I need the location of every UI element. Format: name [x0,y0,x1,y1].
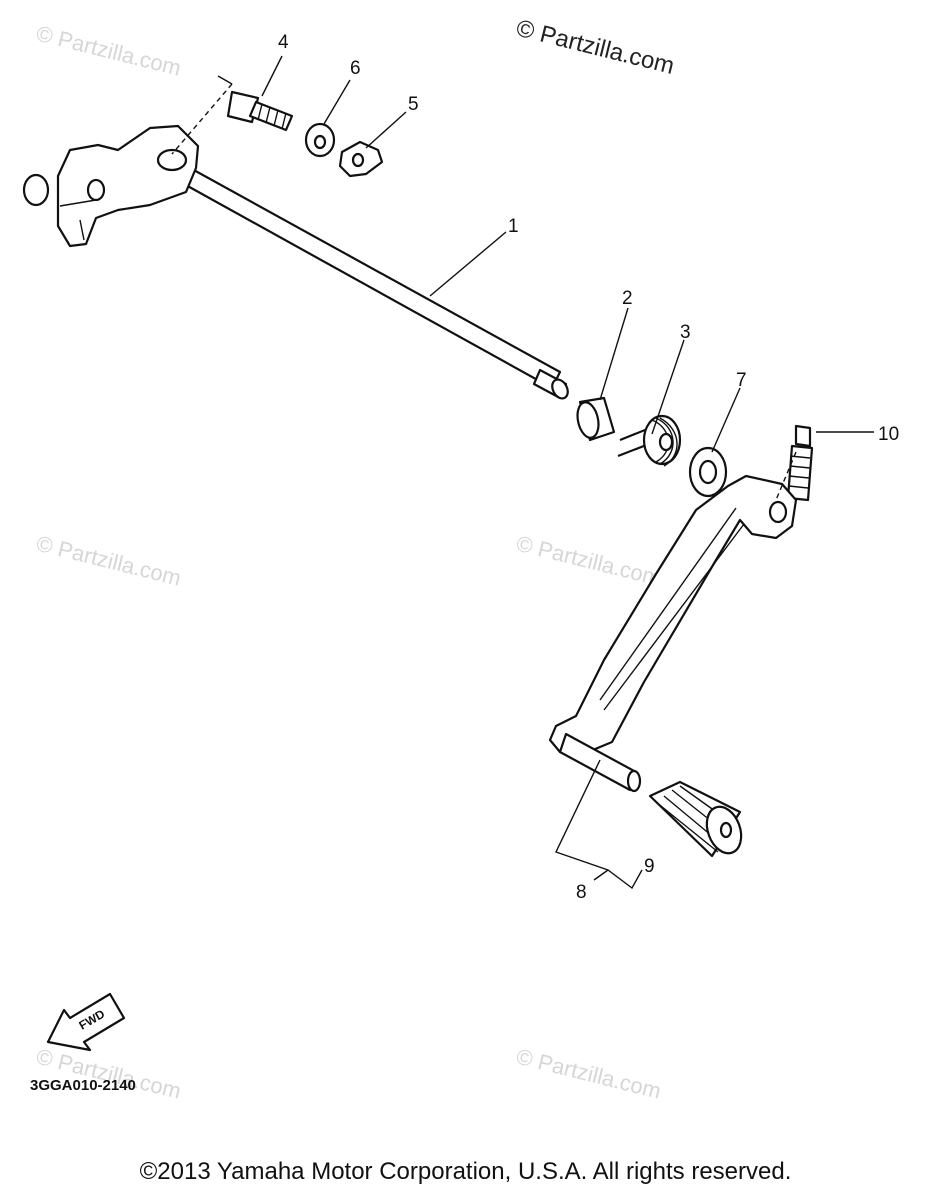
callouts: 1 2 3 4 5 6 7 8 9 10 [278,32,899,903]
watermark: © Partzilla.com [514,531,664,591]
bolt-4 [226,90,294,132]
callout-9: 9 [644,856,655,877]
copyright-notice: ©2013 Yamaha Motor Corporation, U.S.A. A… [139,1158,792,1185]
callout-7: 7 [736,370,747,391]
callout-6: 6 [350,58,361,79]
bolt-10 [786,424,814,502]
callout-8: 8 [576,882,587,903]
watermark: © Partzilla.com [34,531,184,591]
fwd-arrow-icon: FWD [46,992,126,1052]
watermark-top: © Partzilla.com [514,15,677,80]
callout-2: 2 [622,288,633,309]
watermark: © Partzilla.com [514,1044,664,1104]
shift-pedal-8 [548,474,798,793]
collar-2 [576,396,616,442]
callout-1: 1 [508,216,519,237]
washer-7 [688,446,728,498]
leader-lines [171,55,874,890]
diagram-code: 3GGA010-2140 [30,1077,136,1094]
shift-shaft [22,124,569,400]
watermark: © Partzilla.com [34,1044,184,1104]
callout-4: 4 [278,32,289,53]
pedal-rubber-9 [648,780,743,858]
washer-5 [338,140,384,178]
nut-6 [304,122,336,158]
callout-3: 3 [680,322,691,343]
spring-3 [617,414,682,467]
callout-10: 10 [878,424,899,445]
watermark: © Partzilla.com [34,21,184,81]
callout-5: 5 [408,94,419,115]
